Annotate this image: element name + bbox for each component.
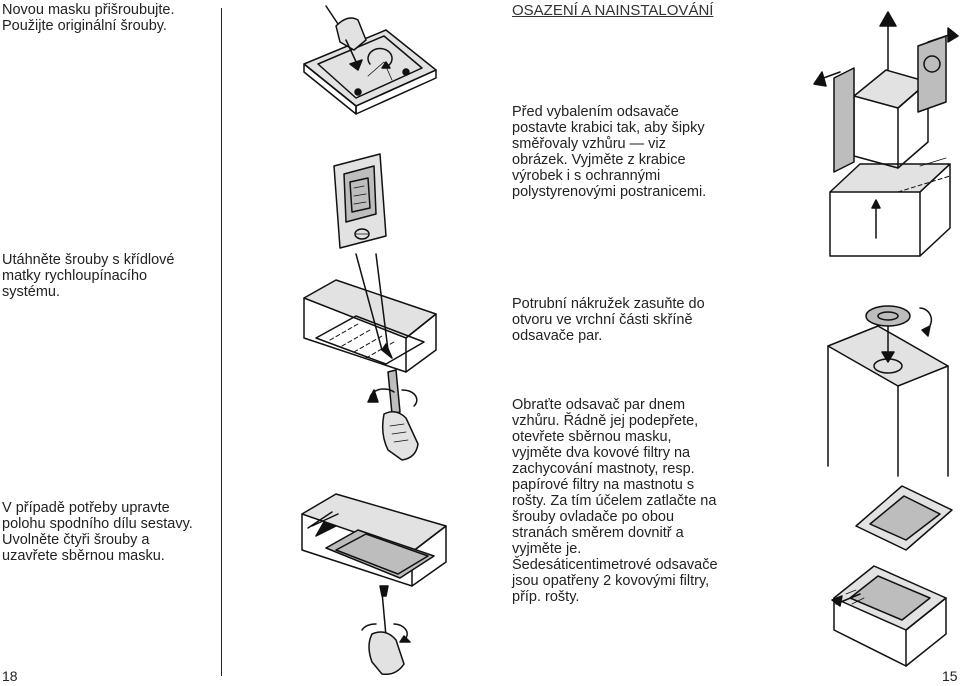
figure-open-mask [301, 493, 447, 676]
note-mask-screws: Novou masku přišroubujte. Použijte origi… [2, 2, 175, 34]
figure-wing-nut-bracket [333, 153, 387, 249]
figure-duct-collar [827, 305, 949, 477]
page-number-left: 18 [2, 668, 18, 684]
section-heading: OSAZENÍ A NAINSTALOVÁNÍ [512, 2, 714, 19]
figure-screwdriver-hand [367, 369, 419, 461]
note-adjust-position: V případě potřeby upravte polohu spodníh… [2, 500, 193, 564]
para-unpacking: Před vybalením odsavače postavte krabici… [512, 104, 707, 200]
figure-filter-removal [831, 485, 953, 667]
para-duct-collar: Potrubní nákružek zasuňte do otvoru ve v… [512, 296, 705, 344]
note-wing-nuts: Utáhněte šrouby s křídlové matky rychlou… [2, 252, 175, 300]
figure-box-unpacking [813, 11, 959, 257]
figure-mask-screwing [303, 5, 437, 115]
para-remove-filters: Obraťte odsavač par dnem vzhůru. Řádně j… [512, 397, 718, 605]
column-divider [221, 8, 222, 676]
page-number-right: 15 [942, 668, 958, 684]
figure-hood-underside [303, 253, 437, 373]
